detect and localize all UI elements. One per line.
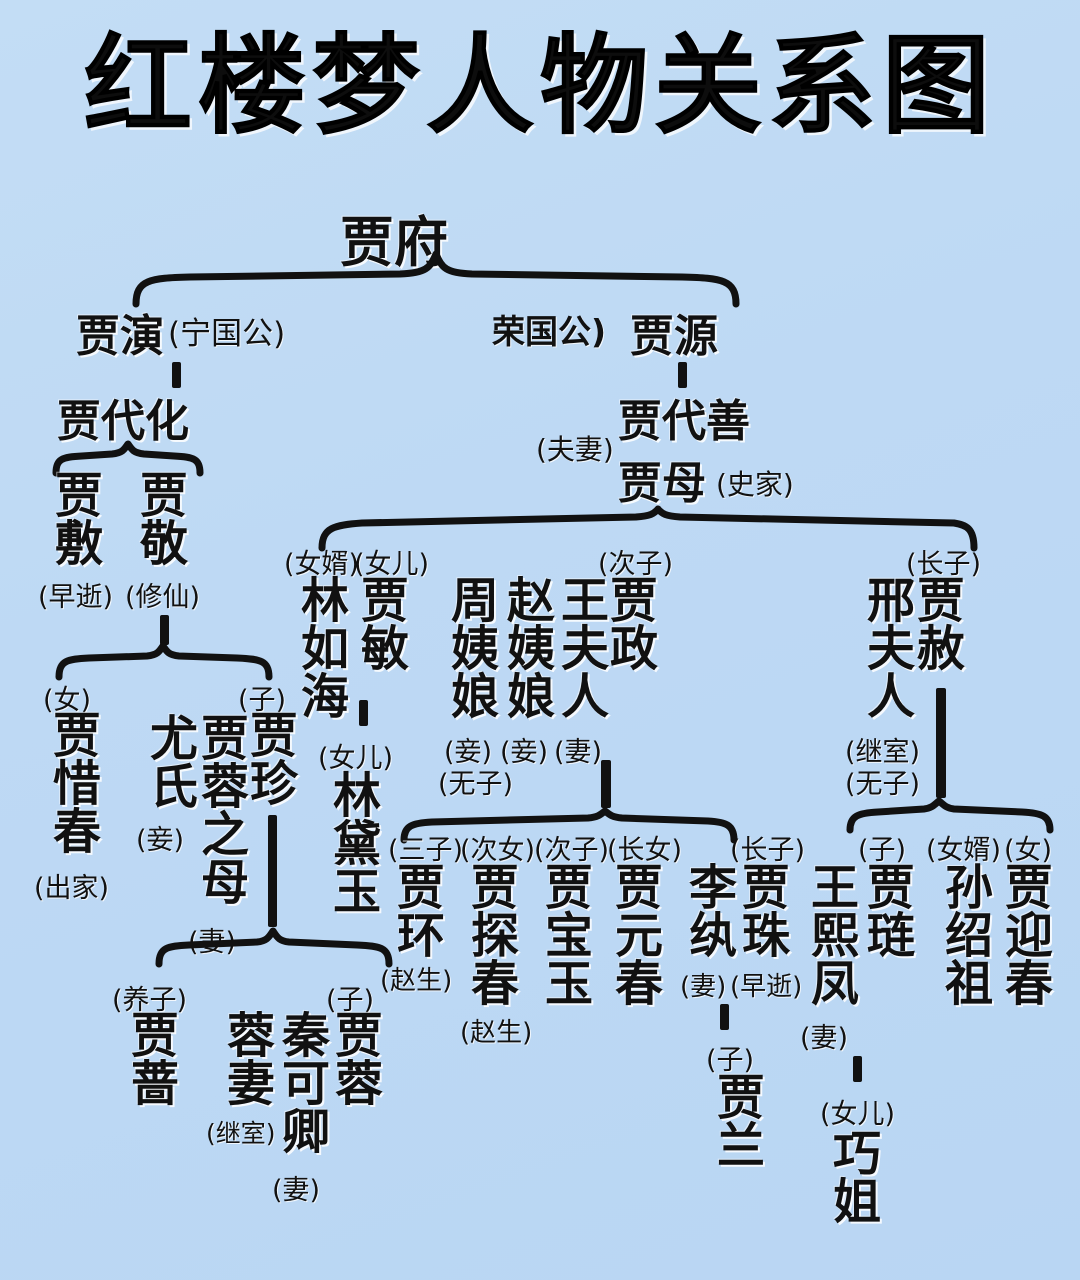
label-jiatanchun-role: (次女) xyxy=(460,835,536,866)
connector-jiazheng-children xyxy=(601,760,611,808)
node-qiaojie: 巧姐 xyxy=(824,1128,880,1224)
node-linruhai: 林如海 xyxy=(292,575,348,719)
label-jiaxichun-role: (女) xyxy=(43,685,92,716)
label-xingfuren-note: (继室) xyxy=(845,737,921,768)
node-jiashe: 贾赦 xyxy=(908,575,964,671)
node-jiahuan: 贾环 xyxy=(388,862,444,958)
label-rongqi-note: (继室) xyxy=(206,1119,276,1148)
label-jiafu-shang-note: (早逝) xyxy=(38,582,114,613)
node-jialian: 贾琏 xyxy=(858,862,914,958)
label-jiajing-note: (修仙) xyxy=(125,582,201,613)
connector-jiashe-children xyxy=(936,688,946,798)
label-jiaqiang-role: (养子) xyxy=(112,985,188,1016)
label-qiaojie-role: (女儿) xyxy=(820,1099,896,1130)
label-xingfuren-note2: (无子) xyxy=(845,769,921,800)
node-sunshaozu: 孙绍祖 xyxy=(936,862,992,1006)
node-jiayuan: 贾源 xyxy=(630,311,718,362)
node-wangxifeng: 王熙凤 xyxy=(802,862,858,1006)
label-jiayuanchun-role: (长女) xyxy=(607,835,683,866)
node-youshi: 尤氏 xyxy=(141,713,197,809)
node-jiamu: 贾母 xyxy=(618,458,706,509)
label-jiahuan-note: (赵生) xyxy=(380,966,453,996)
label-jiazheng-role: (次子) xyxy=(598,549,674,580)
brace-jiadaihua-children xyxy=(52,440,204,477)
label-wangfuren-note: (妻) xyxy=(554,737,603,768)
connector-jiajing-children xyxy=(160,615,169,645)
node-jialan: 贾兰 xyxy=(708,1072,764,1168)
label-jialan-role: (子) xyxy=(706,1045,755,1076)
label-liwan-note: (妻) xyxy=(680,972,727,1002)
label-qinkeqing-note: (妻) xyxy=(272,1175,321,1206)
node-jiaxichun: 贾惜春 xyxy=(44,710,100,854)
node-zhouyiniang: 周姨娘 xyxy=(442,575,498,719)
connector-jiazhen-children xyxy=(268,815,277,927)
label-jiabaoyu-role: (次子) xyxy=(534,835,610,866)
node-jiadaihua: 贾代化 xyxy=(57,396,189,447)
node-jiayuanchun: 贾元春 xyxy=(606,862,662,1006)
connector-jiazhu-jialan xyxy=(720,1004,729,1030)
node-jiatanchun: 贾探春 xyxy=(462,862,518,1006)
label-jiamin-role: (女儿) xyxy=(354,549,430,580)
node-jiamin: 贾敏 xyxy=(352,575,408,671)
node-jiayan: 贾演 xyxy=(76,311,164,362)
label-youshi-note: (妾) xyxy=(136,825,185,856)
brace-jiajing-children xyxy=(55,642,273,681)
label-jiamu-origin: (史家) xyxy=(716,468,794,501)
label-zhaoyiniang-note: (妾) xyxy=(500,737,549,768)
brace-jiafu-children xyxy=(132,250,740,308)
node-jiazhu: 贾珠 xyxy=(733,862,789,958)
label-jiayuan-title: 荣国公) xyxy=(492,312,607,351)
connector-jialian-qiaojie xyxy=(853,1056,862,1082)
brace-jiazhen-children xyxy=(155,927,393,968)
label-zhouyiniang-note: (妾) xyxy=(444,737,493,768)
node-zhaoyiniang: 赵姨娘 xyxy=(498,575,554,719)
node-jiabaoyu: 贾宝玉 xyxy=(536,862,592,1006)
label-jiayan-title: (宁国公) xyxy=(168,316,286,352)
brace-jiashe-children xyxy=(846,797,1054,834)
label-jialian-role: (子) xyxy=(858,835,907,866)
connector-jiayuan-jiadaishan xyxy=(678,362,687,388)
node-lindaiyu: 林黛玉 xyxy=(324,770,380,914)
node-jiarongzhimu: 贾蓉之母 xyxy=(192,713,248,905)
node-jiaqiang: 贾蔷 xyxy=(122,1010,178,1106)
label-jiaxichun-note: (出家) xyxy=(34,873,110,904)
label-jiahuan-role: (三子) xyxy=(388,835,464,866)
node-rongqi: 蓉妻 xyxy=(218,1010,274,1106)
label-jiazhu-role: (长子) xyxy=(730,835,806,866)
node-jiafu-shang: 贾敷 xyxy=(46,470,102,566)
label-wangxifeng-note: (妻) xyxy=(800,1023,849,1054)
node-jiazheng: 贾政 xyxy=(601,575,657,671)
connector-jiayan-jiadaihua xyxy=(172,362,181,388)
node-liwan: 李纨 xyxy=(680,862,736,958)
node-xingfuren: 邢夫人 xyxy=(858,575,914,719)
label-jiashe-role: (长子) xyxy=(906,549,982,580)
brace-jiadaishan-children xyxy=(318,505,978,552)
label-jiarong-role: (子) xyxy=(326,985,375,1016)
label-sunshaozu-role: (女婿) xyxy=(926,835,1002,866)
node-wangfuren: 王夫人 xyxy=(552,575,608,719)
node-jiajing: 贾敬 xyxy=(131,470,187,566)
node-jiarong: 贾蓉 xyxy=(326,1010,382,1106)
label-jiayingchun-role: (女) xyxy=(1004,835,1053,866)
node-jiayingchun: 贾迎春 xyxy=(996,862,1052,1006)
connector-linruhai-lindaiyu xyxy=(359,700,368,726)
brace-jiazheng-children xyxy=(400,807,738,844)
label-jiatanchun-note: (赵生) xyxy=(460,1018,533,1048)
label-jiadaishan-relation: (夫妻) xyxy=(536,433,614,466)
label-jiazhu-note: (早逝) xyxy=(730,972,803,1002)
label-jiazhen-role: (子) xyxy=(238,685,287,716)
node-jiazhen: 贾珍 xyxy=(241,710,297,806)
page-title: 红楼梦人物关系图 xyxy=(83,24,996,149)
label-linruhai-role: (女婿) xyxy=(284,549,360,580)
label-lindaiyu-role: (女儿) xyxy=(318,743,394,774)
node-jiadaishan: 贾代善 xyxy=(618,396,750,447)
node-qinkeqing: 秦可卿 xyxy=(273,1010,329,1154)
label-zhouyiniang-note2: (无子) xyxy=(438,769,514,800)
